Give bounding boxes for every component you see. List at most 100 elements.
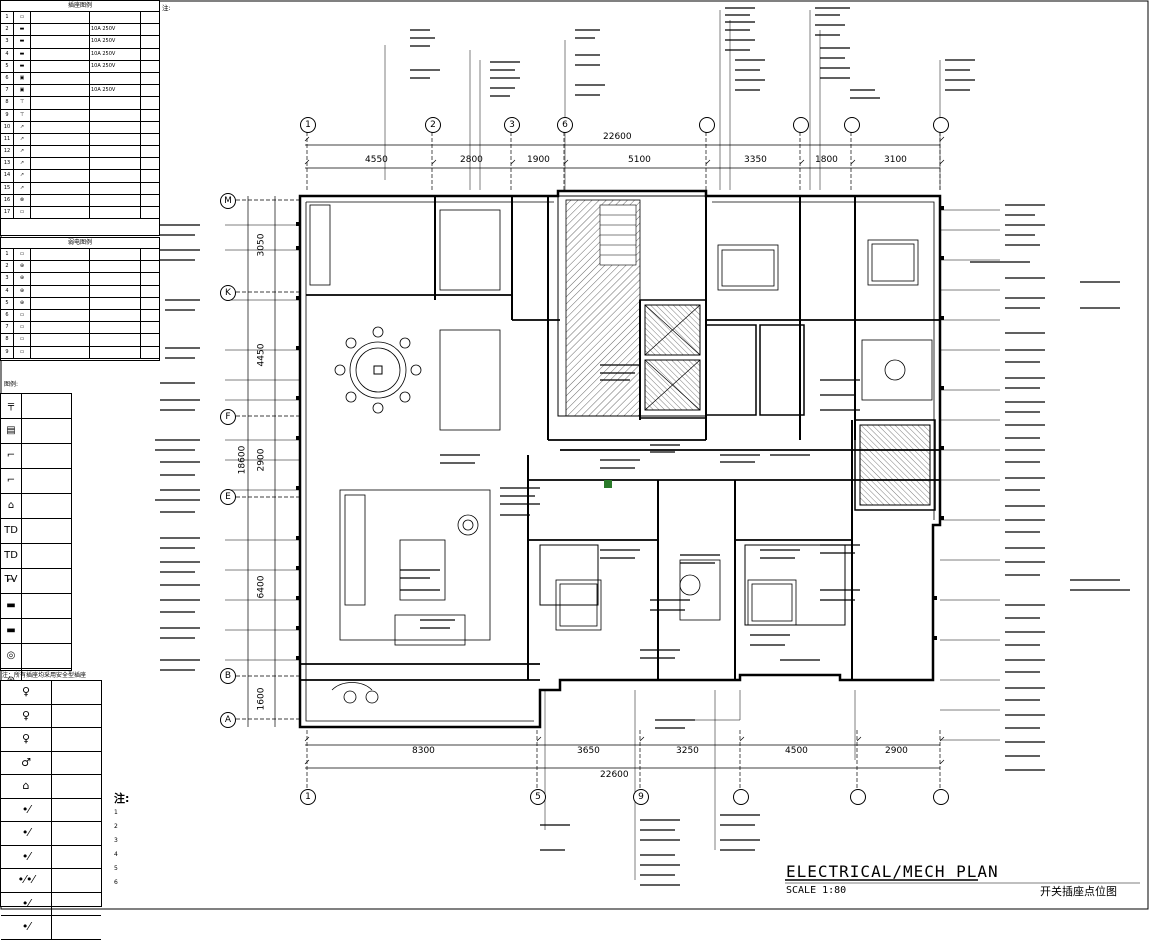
legend-row-spec: 10A 250V [90, 85, 141, 97]
legend-row-number: 7 [1, 85, 14, 97]
legend-row: 7▣10A 250V [1, 85, 159, 98]
symbol-icon: ▤ [1, 419, 22, 443]
symbol-icon: ⌂ [1, 494, 22, 518]
legend-row: 15↗ [1, 182, 159, 195]
axis-bubble-left: A [220, 712, 236, 728]
legend-symbol-icon: ▭ [14, 346, 31, 358]
switches-note: 注：所有插座均采用安全型插座 [2, 672, 87, 679]
symbol-icon: TD TV [1, 544, 22, 585]
legend-symbol-icon: ⊕ [14, 261, 31, 273]
dim-top-segment: 5100 [628, 155, 651, 165]
switch-row: ♀ [1, 704, 101, 728]
legend-row-name [31, 207, 90, 219]
legend-row-spec [90, 146, 141, 158]
axis-bubble-left: K [220, 285, 236, 301]
legend-row-number: 11 [1, 133, 14, 146]
switch-icon: •⁄ [1, 916, 52, 939]
dim-bottom-segment: 3650 [577, 746, 600, 756]
symbol-icon: ╤ [1, 394, 22, 418]
legend-row: 11↗ [1, 133, 159, 147]
legend-row: 12↗ [1, 146, 159, 159]
note-line: 5 [114, 865, 118, 872]
switch-row: •⁄ [1, 916, 101, 940]
legend-row: 8⊤ [1, 97, 159, 110]
legend-row-spec [90, 12, 141, 24]
axis-bubble-bottom [733, 789, 749, 805]
legend-row-number: 14 [1, 170, 14, 182]
legend-row-remark [141, 298, 159, 309]
legend-row-spec [90, 182, 141, 194]
legend-row: 13↗ [1, 158, 159, 171]
axis-bubble-bottom: 9 [633, 789, 649, 805]
legend-row-spec [90, 285, 141, 297]
legend-symbol-icon: ↗ [14, 158, 31, 170]
drawing-title: ELECTRICAL/MECH PLAN [786, 862, 999, 881]
axis-bubble-top: 6 [557, 117, 573, 133]
symbol-row: ▬ [1, 594, 71, 619]
switch-icon: ♀ [1, 681, 52, 704]
legend-symbol-icon: ▭ [14, 207, 31, 219]
socket-legend-title: 插座图例 [1, 1, 159, 12]
legend-row: 5▬10A 250V [1, 60, 159, 73]
legend-row-name [31, 261, 90, 273]
legend-row-number: 5 [1, 60, 14, 72]
axis-bubble-top: 2 [425, 117, 441, 133]
axis-bubble-left: F [220, 409, 236, 425]
symbol-icon: ⌐ [1, 469, 22, 493]
legend-row-number: 8 [1, 97, 14, 109]
dim-bottom-segment: 2900 [885, 746, 908, 756]
legend-row-number: 3 [1, 273, 14, 285]
legend-row-spec: 10A 250V [90, 48, 141, 60]
axis-bubble-bottom [933, 789, 949, 805]
legend-row: 14↗ [1, 170, 159, 183]
weak-legend-rows: 1▭2⊕3⊕4⊕5⊕6▭7▭8▭9▭ [1, 249, 159, 359]
dim-left-segment: 3050 [256, 233, 267, 257]
legend-row-remark [141, 273, 159, 284]
axis-bubble-top: 3 [504, 117, 520, 133]
dim-bottom-segment: 4500 [785, 746, 808, 756]
legend-row-spec [90, 297, 141, 309]
switch-row: •⁄ [1, 822, 101, 846]
axis-bubble-top [933, 117, 949, 133]
switch-row: •⁄ [1, 798, 101, 822]
legend-row-remark [141, 310, 159, 321]
symbol-row: ▤ [1, 419, 71, 444]
switch-row: •⁄ [1, 892, 101, 916]
switch-row: ⌂ [1, 775, 101, 799]
legend-row-number: 3 [1, 36, 14, 48]
legend-symbol-icon: ⊤ [14, 97, 31, 109]
legend-row-number: 12 [1, 146, 14, 158]
legend-row-spec [90, 261, 141, 273]
legend-row-remark [141, 12, 159, 23]
legend-row: 10↗ [1, 121, 159, 134]
drawing-scale: SCALE 1:80 [786, 885, 847, 896]
legend-row-name [31, 158, 90, 170]
legend-row-name [31, 85, 90, 97]
legend-row: 6▣ [1, 72, 159, 86]
legend-row-remark [141, 347, 159, 358]
legend-row-spec [90, 207, 141, 219]
legend-row-spec [90, 109, 141, 121]
legend-row-number: 1 [1, 249, 14, 261]
symbol-row: ◎ [1, 644, 71, 669]
note-line: 3 [114, 837, 118, 844]
symbol-row: ⌐ [1, 469, 71, 494]
switch-row: ♀ [1, 728, 101, 752]
legend-symbol-icon: ▣ [14, 72, 31, 85]
legend-row-name [31, 346, 90, 358]
dim-left-segment: 2900 [256, 448, 267, 472]
switch-icon: •⁄•⁄ [1, 869, 52, 892]
legend-row-number: 17 [1, 207, 14, 219]
note-line: 2 [114, 823, 118, 830]
dim-bottom-total: 22600 [600, 770, 629, 780]
legend-symbol-icon: ⊕ [14, 285, 31, 297]
legend-row-number: 1 [1, 12, 14, 24]
note-line: 4 [114, 851, 118, 858]
legend-row-number: 2 [1, 24, 14, 36]
dim-bottom-segment: 8300 [412, 746, 435, 756]
legend-symbol-icon: ↗ [14, 133, 31, 146]
legend-row-number: 4 [1, 48, 14, 60]
legend-row-remark [141, 110, 159, 121]
axis-bubble-bottom: 1 [300, 789, 316, 805]
switch-row: •⁄ [1, 845, 101, 869]
